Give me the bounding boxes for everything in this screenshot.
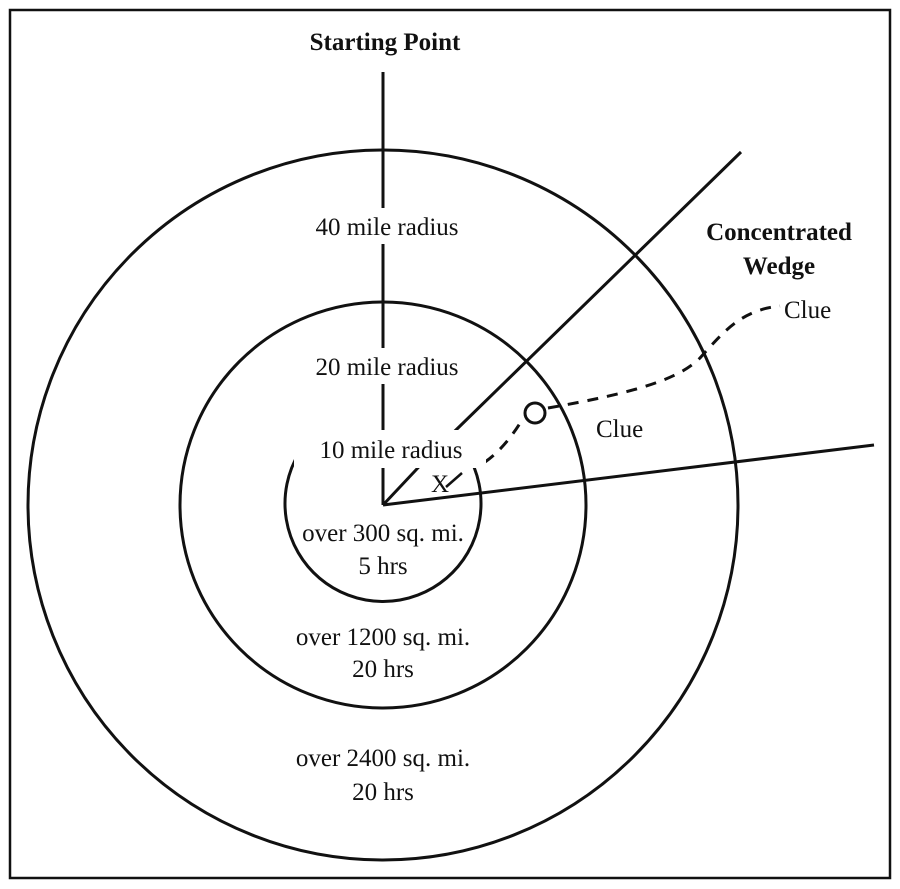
zone-outer-area: over 2400 sq. mi. xyxy=(296,745,470,772)
starting-point-label: Starting Point xyxy=(310,29,461,56)
diagram-frame xyxy=(8,8,892,880)
zone-inner-time: 5 hrs xyxy=(358,553,407,580)
x-mark-stroke xyxy=(445,472,463,488)
wedge-lower-line xyxy=(382,443,875,507)
clue-outer-label: Clue xyxy=(784,297,831,324)
zone-mid-area: over 1200 sq. mi. xyxy=(296,624,470,651)
wedge-label-line1: Concentrated xyxy=(706,219,852,246)
wedge-label-line2: Wedge xyxy=(743,253,815,280)
radius-40-label: 40 mile radius xyxy=(315,214,458,241)
x-mark: X xyxy=(431,471,449,498)
clue-circle-marker xyxy=(523,401,547,425)
radius-10-label: 10 mile radius xyxy=(319,437,462,464)
zone-inner-area: over 300 sq. mi. xyxy=(302,520,464,547)
clue-path xyxy=(484,419,524,464)
zone-mid-time: 20 hrs xyxy=(352,656,414,683)
clue-inner-label: Clue xyxy=(596,416,643,443)
clue-path-outer xyxy=(547,304,781,410)
radius-20-label: 20 mile radius xyxy=(315,354,458,381)
zone-outer-time: 20 hrs xyxy=(352,779,414,806)
arc-10-mile xyxy=(283,452,483,603)
